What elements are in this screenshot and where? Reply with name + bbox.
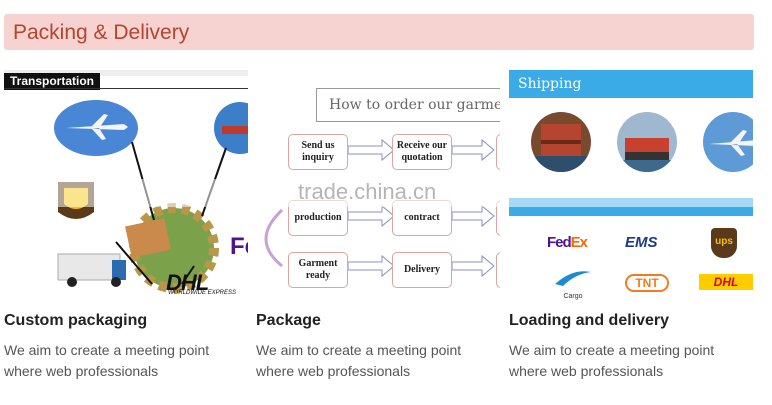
section-title: Packing & Delivery <box>13 21 190 44</box>
step-cut-off <box>496 252 500 288</box>
cargo-ship-photo <box>617 112 677 172</box>
step-garment-ready: Garment ready <box>288 252 348 288</box>
airplane-photo <box>703 112 753 172</box>
dhl-logo: DHL <box>166 270 209 295</box>
section-header: Packing & Delivery <box>4 14 754 50</box>
truck-icon <box>57 253 121 281</box>
card-title-loading-delivery: Loading and delivery <box>509 312 670 329</box>
transportation-tag: Transportation <box>4 73 101 90</box>
transportation-illustration <box>54 100 248 293</box>
step-send-inquiry: Send us inquiry <box>288 134 348 170</box>
step-cut-off <box>496 134 500 170</box>
order-process-title: How to order our garments <box>316 88 500 122</box>
dhl-logo: DHL <box>699 274 753 290</box>
card-desc-custom-packaging: We aim to create a meeting point where w… <box>4 342 210 379</box>
container-port-photo <box>531 112 591 172</box>
airplane-icon <box>66 114 128 140</box>
card-desc-loading-delivery: We aim to create a meeting point where w… <box>509 342 715 379</box>
dhl-tagline: WORLDWIDE EXPRESS <box>168 290 237 296</box>
flow-arrows <box>264 138 495 278</box>
watermark-band: trade.china.cn <box>0 179 772 207</box>
card-desc-package: We aim to create a meeting point where w… <box>256 342 462 379</box>
ship-icon <box>222 126 248 134</box>
card-title-package: Package <box>256 312 321 329</box>
package-box-icon <box>125 218 171 258</box>
watermark-text: trade.china.cn <box>298 179 437 204</box>
fedex-logo: FedEx <box>547 234 588 251</box>
fedex-logo-fragment: Fe <box>230 233 248 260</box>
tag-underline <box>4 88 248 89</box>
cargo-logo: Cargo <box>553 266 593 300</box>
tnt-logo: TNT <box>625 274 669 292</box>
shipping-bar: Shipping <box>509 70 753 98</box>
ups-logo: ups <box>711 228 737 258</box>
image-top-strip <box>4 70 248 76</box>
ems-logo: EMS <box>625 234 658 251</box>
cargo-label: Cargo <box>563 293 583 300</box>
step-delivery: Delivery <box>392 252 452 288</box>
step-receive-quotation: Receive our quotation <box>392 134 452 170</box>
shipping-label: Shipping <box>518 76 582 92</box>
card-title-custom-packaging: Custom packaging <box>4 312 148 329</box>
